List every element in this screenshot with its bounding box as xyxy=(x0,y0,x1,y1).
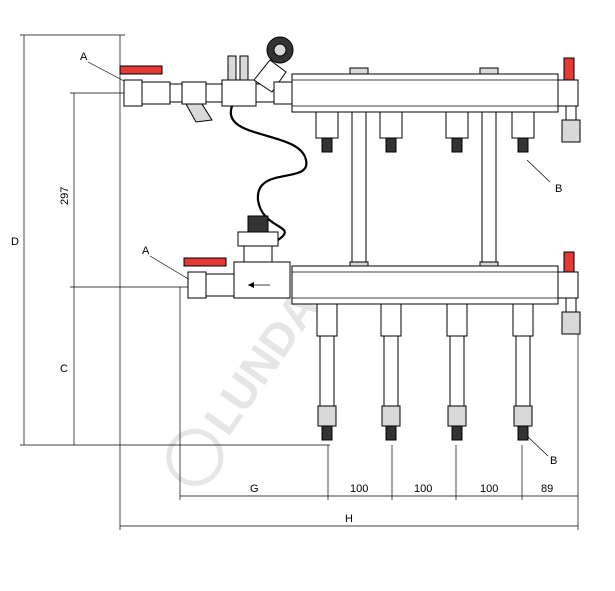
label-297: 297 xyxy=(59,187,71,205)
mounting-brackets xyxy=(349,67,499,305)
label-spacing-2: 100 xyxy=(414,483,432,495)
return-outlets xyxy=(316,303,534,441)
supply-outlets xyxy=(315,111,535,153)
label-g: G xyxy=(250,483,259,495)
capillary-hose xyxy=(229,105,308,241)
label-spacing-1: 100 xyxy=(350,483,368,495)
supply-valve-handle xyxy=(119,65,163,75)
label-spacing-3: 100 xyxy=(480,483,498,495)
label-b-top: B xyxy=(555,183,562,195)
label-spacing-4: 89 xyxy=(541,483,553,495)
dimension-lines xyxy=(20,34,579,530)
label-h: H xyxy=(345,513,353,525)
supply-assembly xyxy=(119,36,581,153)
watermark: LUNDA xyxy=(166,282,329,486)
label-a-top: A xyxy=(80,51,88,63)
leader-lines: A A B B xyxy=(80,51,562,467)
watermark-text: LUNDA xyxy=(194,282,329,444)
label-a-bottom: A xyxy=(142,245,150,257)
label-d: D xyxy=(11,236,19,248)
return-assembly xyxy=(183,215,581,441)
return-valve-handle xyxy=(183,257,227,267)
label-b-bottom: B xyxy=(550,455,557,467)
label-c: C xyxy=(60,363,68,375)
dimension-labels: D 297 C G 100 100 100 89 H xyxy=(11,187,553,525)
